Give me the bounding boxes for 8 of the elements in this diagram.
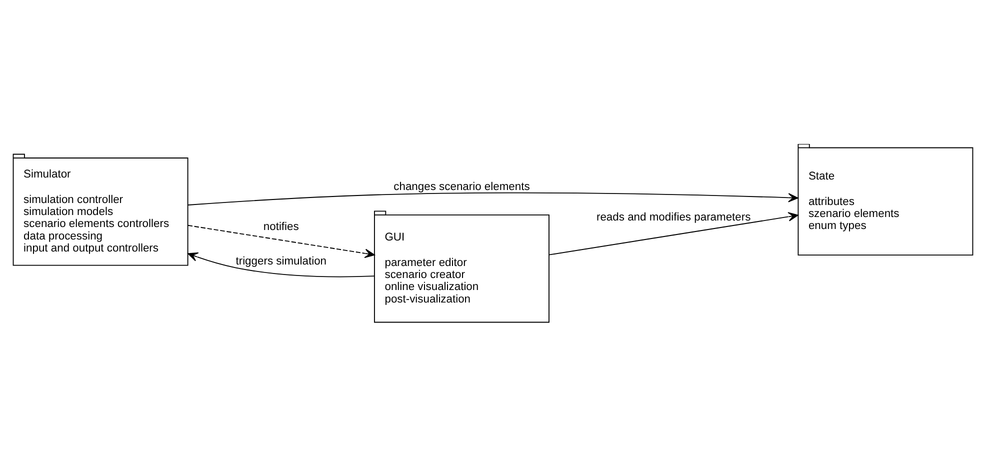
edge-label: changes scenario elements [394, 180, 530, 193]
edge-label: notifies [263, 220, 299, 233]
arrow [188, 224, 375, 258]
edge-label: reads and modifies parameters [596, 212, 751, 224]
arrow [548, 212, 798, 256]
edge-label: triggers simulation [236, 255, 327, 268]
arrow [188, 192, 798, 206]
arrow [188, 252, 375, 278]
